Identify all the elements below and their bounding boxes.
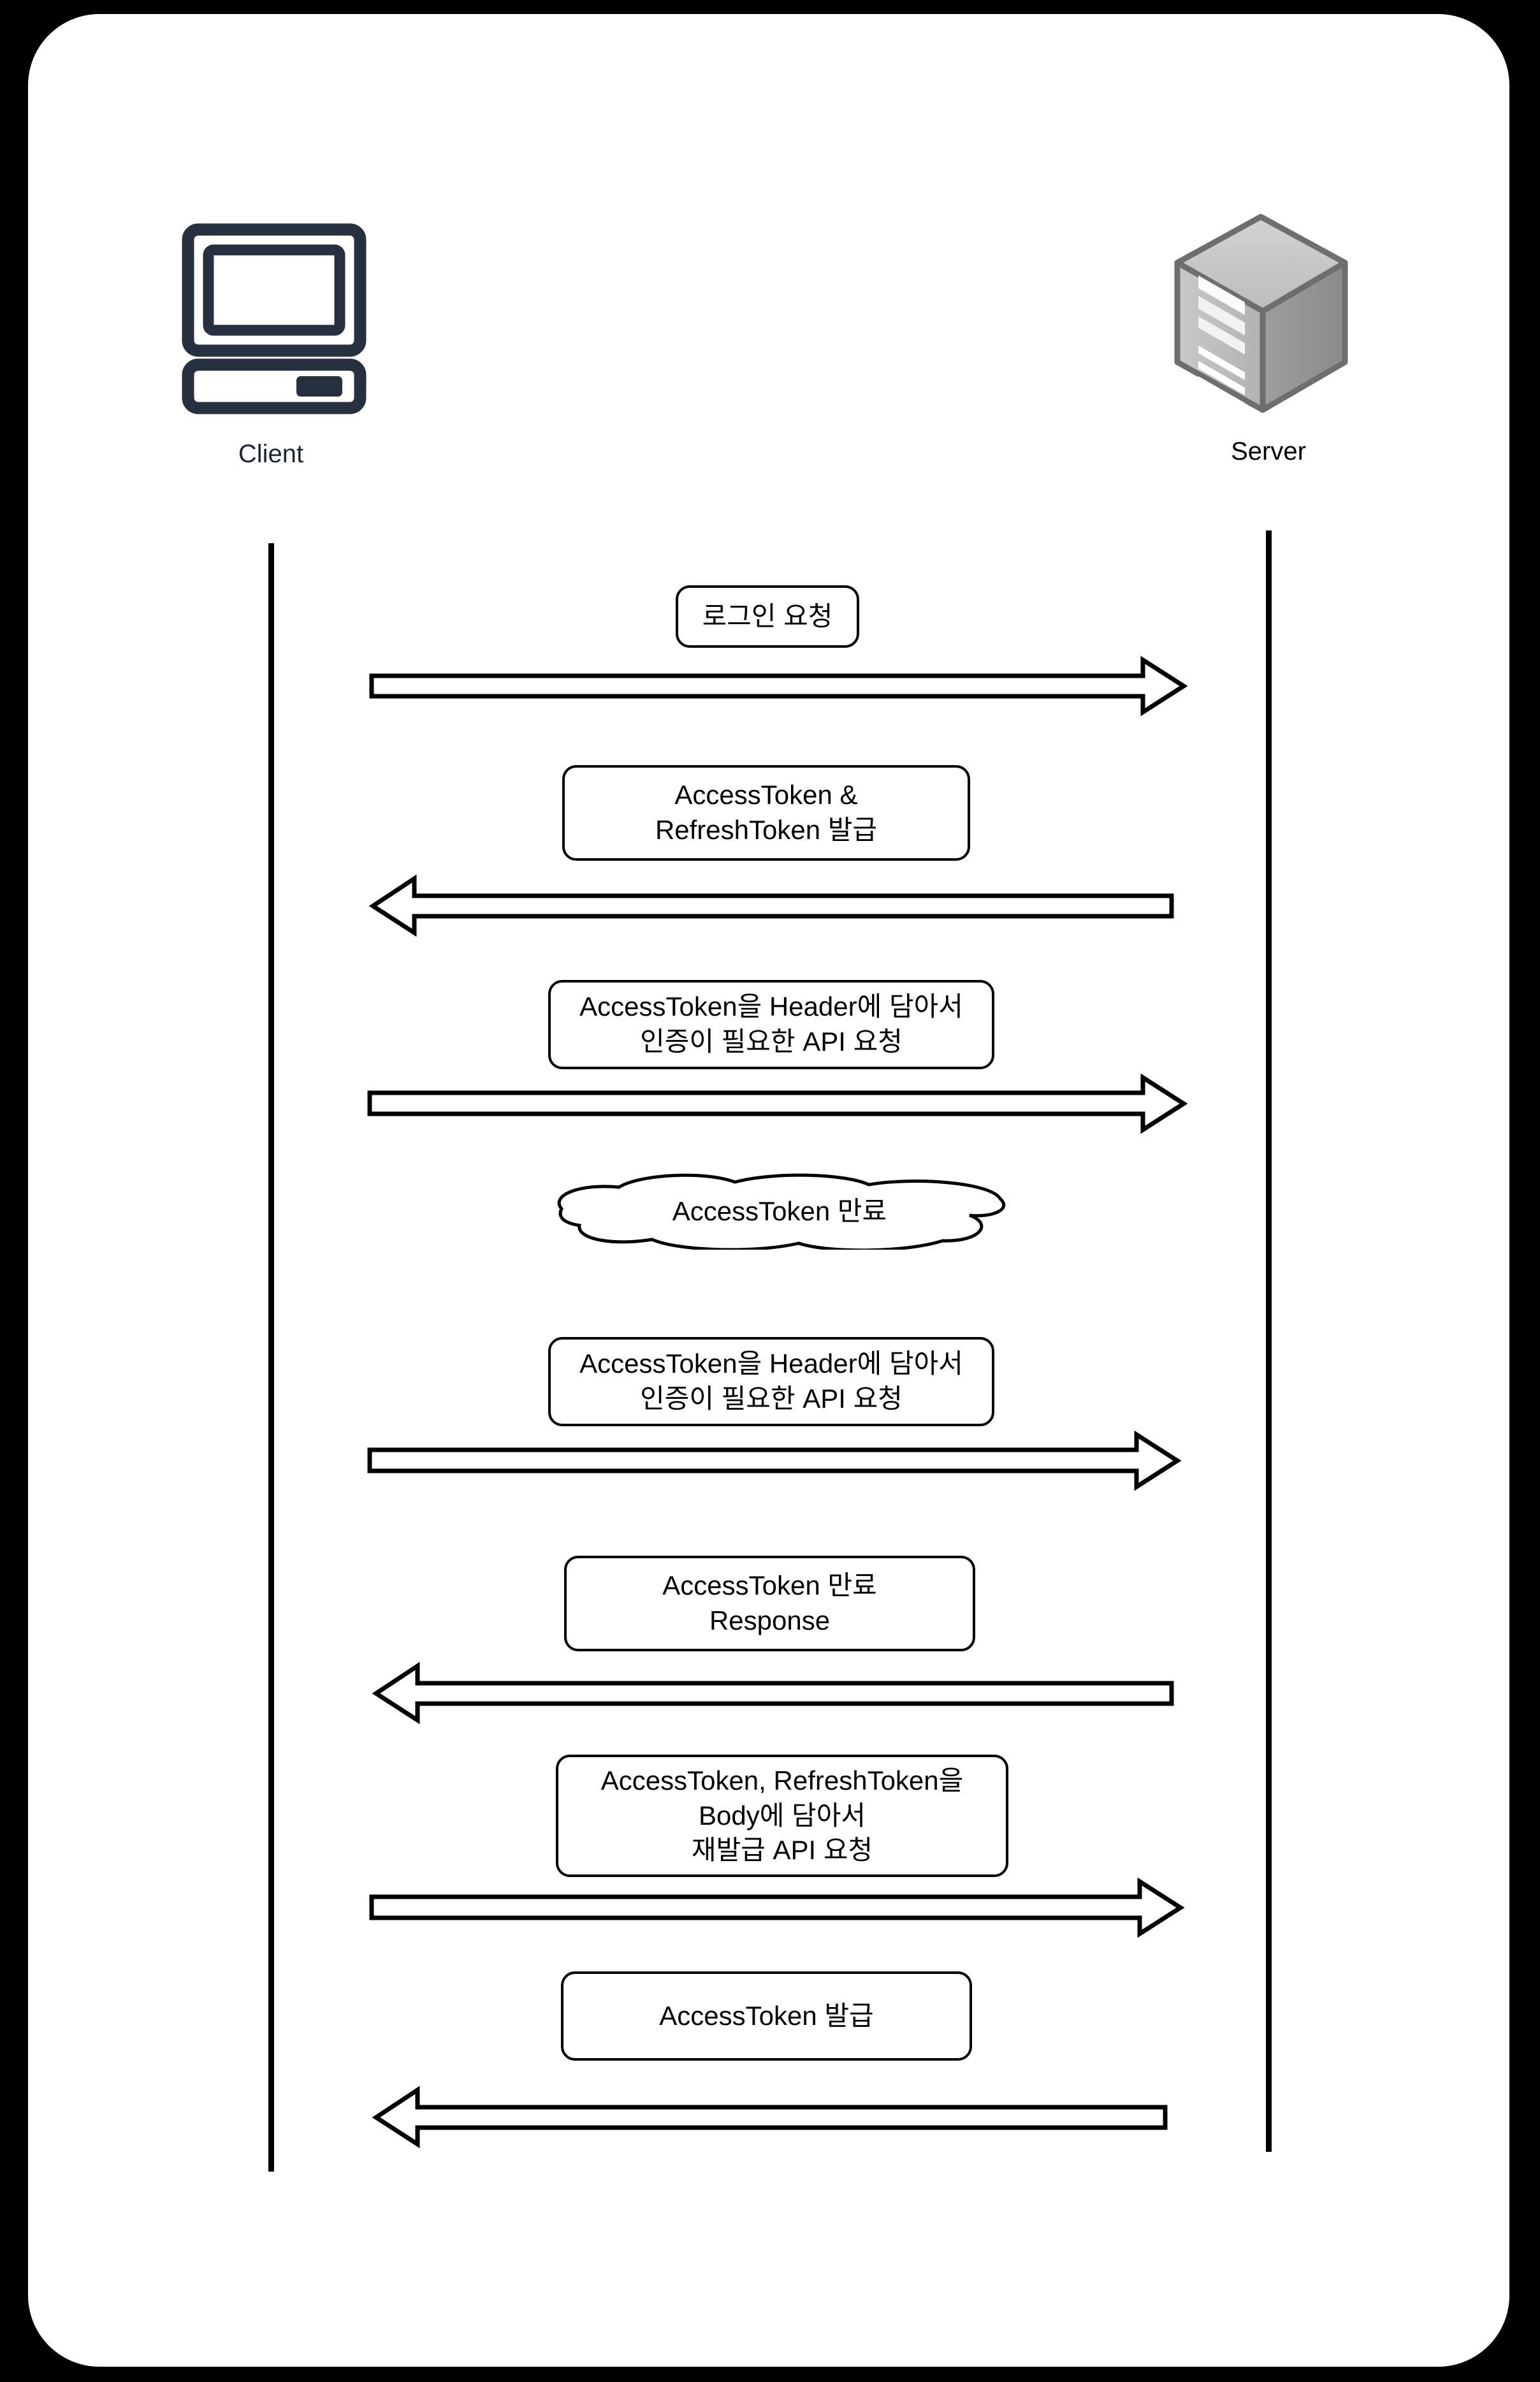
actor-label-server: Server	[1173, 439, 1364, 464]
cloud-note-text: AccessToken 만료	[672, 1195, 887, 1226]
client-label-text: Client	[238, 440, 304, 468]
message-box-7-reissue-api-request[interactable]: AccessToken, RefreshToken을 Body에 담아서 재발급…	[556, 1755, 1008, 1877]
message-box-5-auth-api-request-retry[interactable]: AccessToken을 Header에 담아서 인증이 필요한 API 요청	[548, 1337, 994, 1426]
actor-label-client: Client	[175, 441, 367, 467]
message-box-1-login-request[interactable]: 로그인 요청	[676, 585, 859, 648]
message-box-6-token-expired-response[interactable]: AccessToken 만료 Response	[564, 1556, 975, 1651]
message-box-8-accesstoken-issued[interactable]: AccessToken 발급	[561, 1971, 972, 2061]
cloud-shape-icon	[557, 1173, 1006, 1250]
server-label-text: Server	[1231, 437, 1306, 465]
message-box-3-auth-api-request[interactable]: AccessToken을 Header에 담아서 인증이 필요한 API 요청	[548, 980, 994, 1069]
message-box-2-token-issue[interactable]: AccessToken & RefreshToken 발급	[562, 765, 970, 861]
cloud-note-4-token-expired[interactable]: AccessToken 만료	[544, 1173, 1015, 1250]
